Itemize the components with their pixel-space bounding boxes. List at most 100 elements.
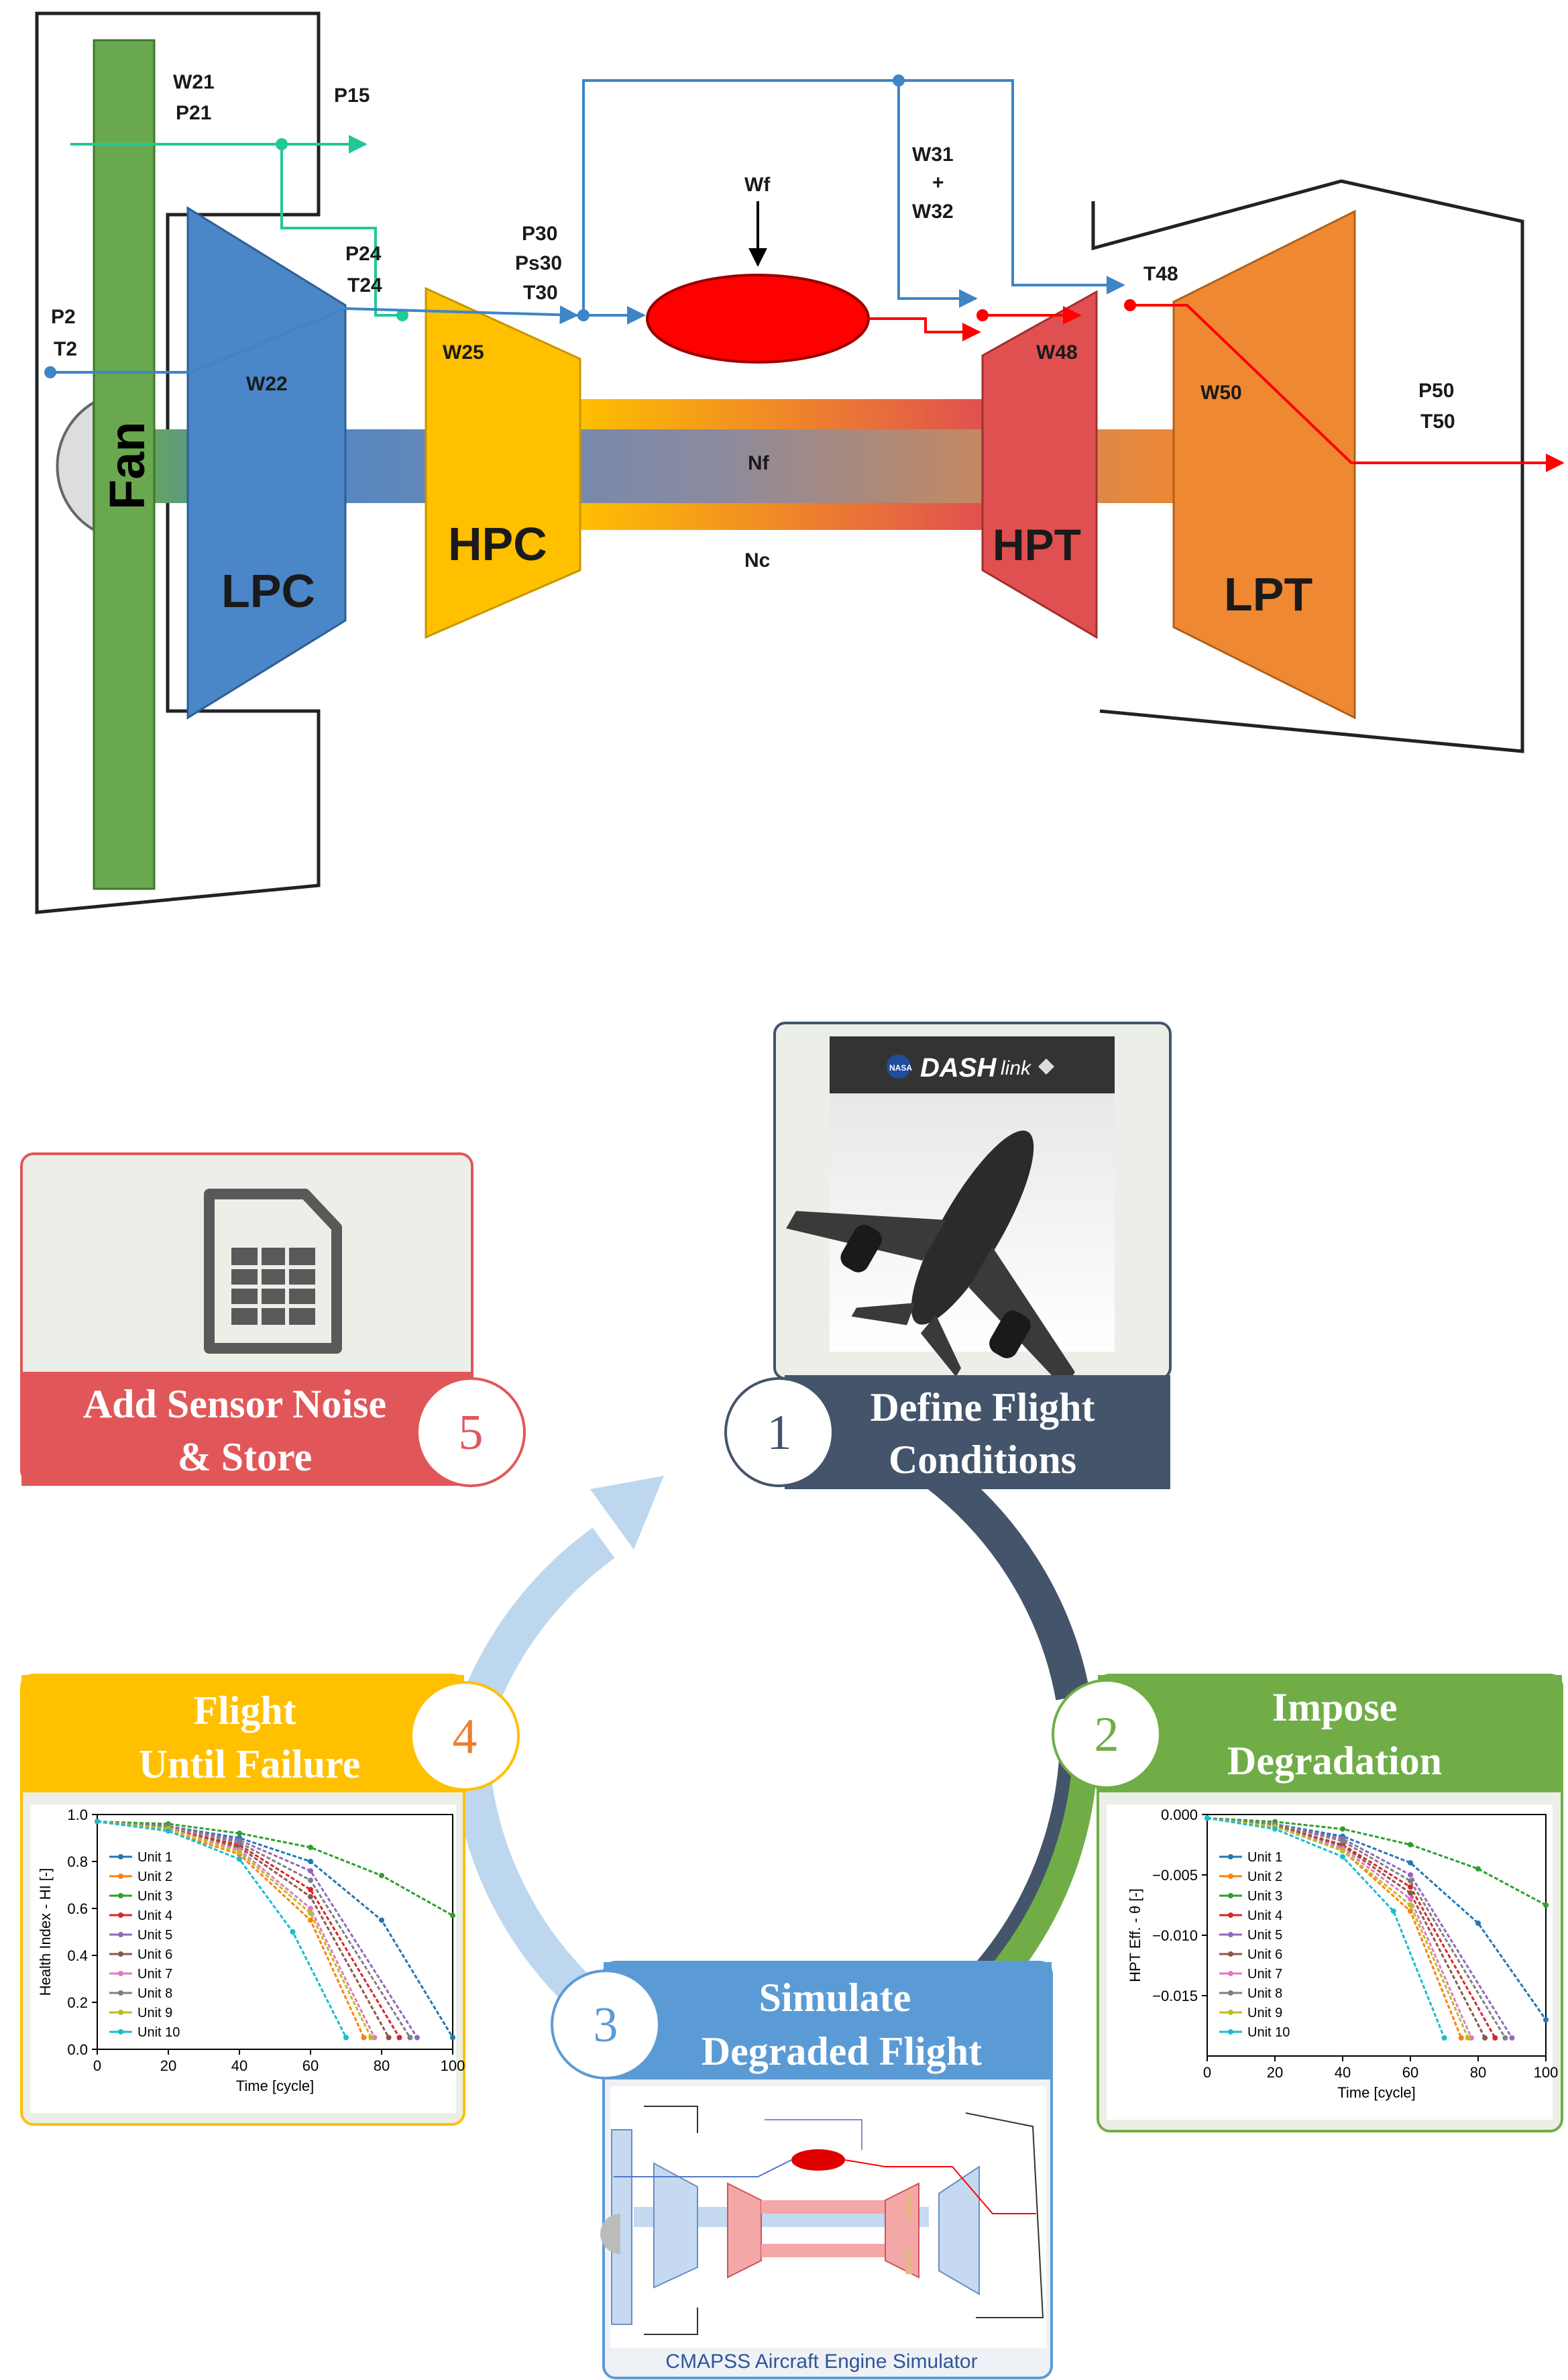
- series-point-unit-1: [308, 1859, 313, 1864]
- x-tick-label: 40: [231, 2057, 247, 2074]
- chart-degradation-bg: [1107, 1804, 1553, 2120]
- series-point-unit-2: [361, 2035, 367, 2041]
- spreadsheet-icon: [204, 1189, 342, 1354]
- cycle-return-arrowhead: [590, 1476, 664, 1550]
- series-point-unit-1: [379, 1917, 384, 1923]
- step-1-title-line2: Conditions: [889, 1438, 1076, 1482]
- legend-marker-unit-1: [118, 1854, 123, 1859]
- step-5-panel: Add Sensor Noise & Store 5: [20, 1152, 526, 1487]
- label-ps30: Ps30: [515, 252, 562, 274]
- series-point-unit-5: [1509, 2035, 1515, 2041]
- y-tick-label: 1.0: [67, 1806, 88, 1823]
- x-tick-label: 100: [1534, 2064, 1559, 2081]
- series-point-unit-6: [1408, 1890, 1413, 1896]
- series-point-unit-10: [1272, 1826, 1278, 1832]
- x-tick-label: 60: [1402, 2064, 1418, 2081]
- legend-marker-unit-8: [118, 1990, 123, 1996]
- series-point-unit-9: [237, 1849, 242, 1855]
- series-point-unit-8: [308, 1878, 313, 1883]
- y-tick-label: 0.4: [67, 1947, 88, 1964]
- series-point-unit-10: [290, 1929, 296, 1935]
- process-cycle: NASA DASH link Define Flight Conditions …: [20, 1022, 1563, 2379]
- label-p50: P50: [1418, 380, 1454, 402]
- step-5-title-line1: Add Sensor Noise: [83, 1382, 386, 1426]
- label-plus: +: [932, 172, 944, 194]
- legend-marker-unit-6: [1228, 1951, 1233, 1957]
- series-point-unit-1: [1408, 1860, 1413, 1865]
- label-w21: W21: [173, 71, 215, 93]
- series-point-unit-7: [308, 1906, 313, 1911]
- y-axis-label: HPT Eff. - θ [-]: [1127, 1888, 1143, 1982]
- step-4-title-line2: Until Failure: [139, 1742, 361, 1786]
- series-point-unit-8: [1408, 1878, 1413, 1884]
- x-axis-label: Time [cycle]: [1337, 2084, 1416, 2101]
- y-tick-label: −0.005: [1152, 1867, 1198, 1884]
- step-2-title-bar: [1098, 1675, 1562, 1792]
- step-5-badge: [416, 1377, 526, 1487]
- legend-marker-unit-4: [1228, 1912, 1233, 1918]
- hpt-stage: [981, 290, 1098, 639]
- step-1-title-line1: Define Flight: [871, 1385, 1095, 1429]
- dashlink-logo-icon: [1038, 1059, 1054, 1075]
- legend-label-unit-4: Unit 4: [137, 1908, 172, 1923]
- step-2-title-line2: Degradation: [1227, 1739, 1442, 1783]
- dashlink-banner: [830, 1036, 1115, 1093]
- label-p24: P24: [345, 243, 382, 265]
- engine-casing-outline: [35, 11, 321, 914]
- legend-label-unit-9: Unit 9: [137, 2006, 172, 2020]
- legend-label-unit-6: Unit 6: [1247, 1947, 1282, 1962]
- legend-label-unit-3: Unit 3: [137, 1889, 172, 1904]
- bleed-line-w31: [582, 79, 1125, 315]
- label-t48: T48: [1143, 263, 1178, 285]
- series-point-unit-1: [450, 2035, 455, 2041]
- label-wf: Wf: [744, 174, 771, 196]
- t48-line: [1127, 304, 1565, 472]
- step-2-badge: [1052, 1679, 1162, 1789]
- legend-marker-unit-5: [1228, 1932, 1233, 1937]
- label-w32: W32: [912, 201, 954, 223]
- series-point-unit-5: [308, 1868, 313, 1874]
- legend-marker-unit-8: [1228, 1990, 1233, 1996]
- x-tick-label: 40: [1335, 2064, 1351, 2081]
- series-point-unit-6: [386, 2035, 392, 2041]
- x-axis-label: Time [cycle]: [236, 2077, 315, 2094]
- series-line-unit-4: [97, 1821, 400, 2039]
- series-point-unit-10: [166, 1828, 171, 1834]
- simulator-caption: CMAPSS Aircraft Engine Simulator: [665, 2350, 977, 2373]
- y-tick-label: −0.015: [1152, 1988, 1198, 2004]
- legend-label-unit-3: Unit 3: [1247, 1889, 1282, 1904]
- fan-label: Fan: [99, 421, 155, 510]
- series-point-unit-9: [368, 2035, 374, 2041]
- series-line-unit-8: [97, 1821, 411, 2039]
- legend-marker-unit-2: [118, 1874, 123, 1879]
- legend-marker-unit-7: [118, 1971, 123, 1976]
- lpt-stage: [1172, 209, 1356, 720]
- step-3-title-line1: Simulate: [759, 1976, 911, 2020]
- label-p30: P30: [522, 223, 557, 245]
- label-p2: P2: [51, 306, 76, 328]
- dashlink-brand: DASH: [920, 1053, 997, 1083]
- series-line-unit-3: [1207, 1817, 1547, 1906]
- series-point-unit-2: [1458, 2035, 1464, 2041]
- legend-marker-unit-3: [118, 1893, 123, 1898]
- legend-marker-unit-3: [1228, 1893, 1233, 1898]
- step-4-number: 4: [453, 1709, 478, 1764]
- series-point-unit-8: [1340, 1838, 1345, 1844]
- series-point-unit-10: [1340, 1854, 1345, 1859]
- simulator-engine-thumbnail: [600, 2086, 1046, 2348]
- legend-marker-unit-6: [118, 1951, 123, 1957]
- series-point-unit-5: [414, 2035, 420, 2041]
- legend-label-unit-5: Unit 5: [1247, 1928, 1282, 1943]
- nasa-logo-icon: [887, 1054, 911, 1079]
- inlet-core-line: [280, 144, 402, 317]
- dashlink-suffix: link: [1001, 1057, 1032, 1079]
- label-w25: W25: [443, 341, 484, 364]
- step-4-title-bar: [21, 1675, 464, 1792]
- step-3-badge: [551, 1969, 661, 2079]
- step-3-number: 3: [594, 1998, 618, 2053]
- legend-label-unit-8: Unit 8: [137, 1986, 172, 2001]
- x-tick-label: 80: [1470, 2064, 1486, 2081]
